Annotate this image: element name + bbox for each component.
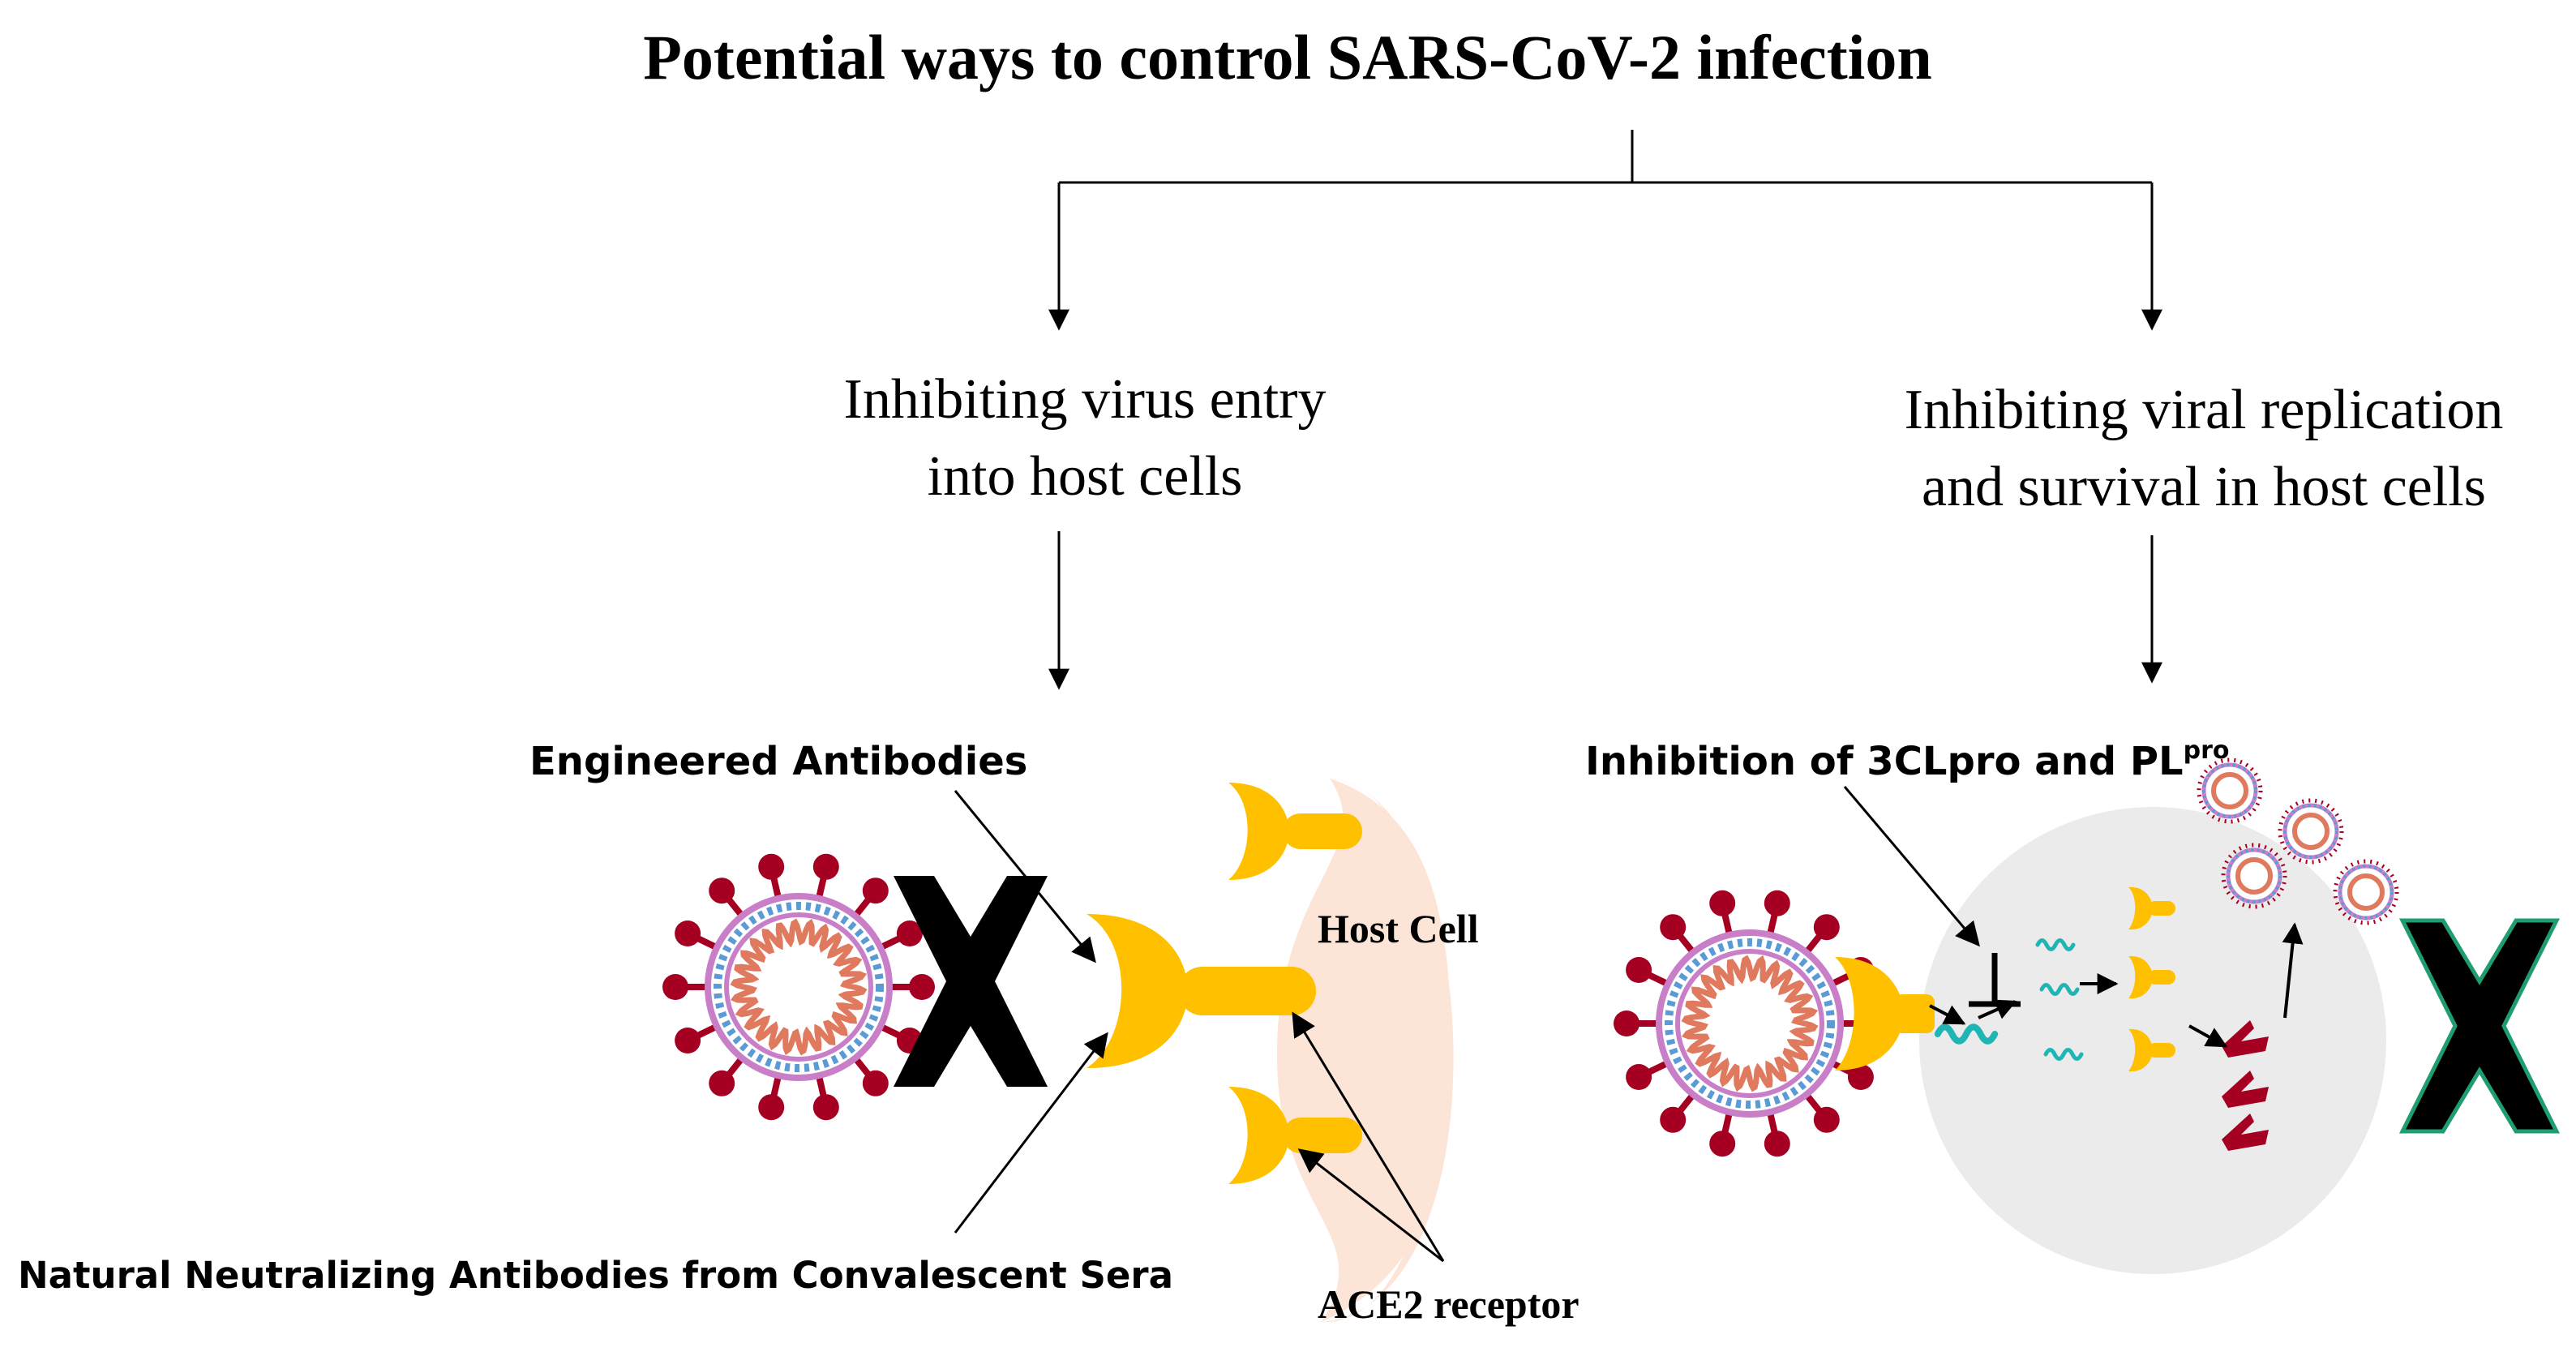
branch-right-line2: and survival in host cells — [1922, 456, 2486, 518]
virion-icon — [2335, 861, 2397, 923]
flow-arrows-right — [1929, 922, 2304, 1048]
virus-icon — [662, 854, 935, 1120]
host-cell-body — [1277, 779, 1451, 1322]
pointer-arrows-left — [954, 790, 1445, 1263]
virus-icon — [1614, 890, 1886, 1156]
diagram-title: Potential ways to control SARS-CoV-2 inf… — [643, 22, 1931, 92]
virion-icon — [2280, 800, 2342, 862]
inhibition-label-superscript: pro — [2184, 736, 2230, 765]
ace2-receptor-label: ACE2 receptor — [1318, 1281, 1579, 1327]
inhibition-pointer-arrow — [1843, 786, 1980, 947]
ace2-receptor-icon — [1835, 957, 1935, 1071]
virion-icon — [2199, 760, 2261, 822]
tree-connector — [1048, 130, 2162, 331]
engineered-antibodies-label: Engineered Antibodies — [529, 739, 1027, 784]
natural-antibodies-label: Natural Neutralizing Antibodies from Con… — [18, 1254, 1173, 1297]
inhibition-label: Inhibition of 3CLpro and PLpro — [1585, 736, 2230, 784]
block-x-icon — [894, 876, 1048, 1087]
host-cell-icon — [1919, 807, 2386, 1274]
inhibition-label-main: Inhibition of 3CLpro and PL — [1585, 739, 2184, 784]
ace2-receptor-icon — [1228, 783, 1362, 880]
ace2-receptor-icon — [1228, 1087, 1362, 1184]
branch-arrows-down — [1048, 531, 2162, 690]
block-x-icon — [2398, 918, 2561, 1134]
antibody-icon — [1087, 914, 1316, 1068]
branch-left-line1: Inhibiting virus entry — [844, 368, 1327, 431]
branch-right-line1: Inhibiting viral replication — [1905, 379, 2504, 441]
host-cell-label: Host Cell — [1318, 906, 1479, 951]
branch-left-line2: into host cells — [928, 445, 1243, 508]
